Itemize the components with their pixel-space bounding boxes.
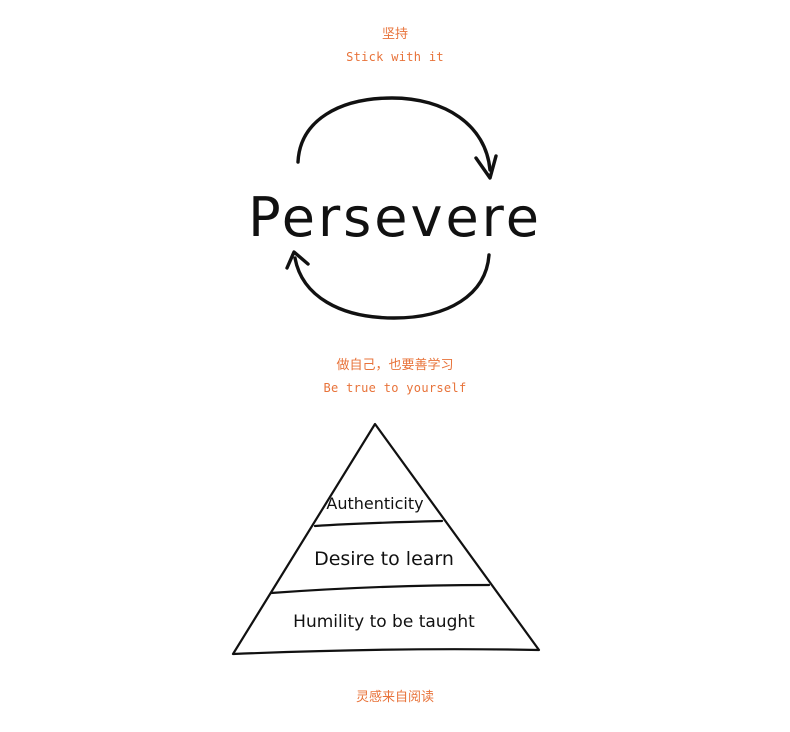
pyramid-outline	[231, 422, 541, 656]
cycle-arrowhead-top	[474, 154, 498, 180]
caption-inspired-by-reading: 灵感来自阅读	[355, 690, 434, 705]
pyramid-divider-1	[313, 519, 444, 528]
pyramid-level-top: Authenticity	[326, 494, 423, 513]
cycle-diagram: Persevere	[248, 96, 542, 320]
caption-stick-with-it-zh: 坚持	[381, 27, 408, 42]
pyramid-divider-2	[269, 583, 491, 595]
cycle-arrow-bottom	[293, 253, 491, 320]
persevere-word: Persevere	[248, 186, 542, 249]
caption-be-true-en: Be true to yourself	[323, 381, 467, 395]
pyramid-diagram: Authenticity Desire to learn Humility to…	[231, 422, 541, 656]
caption-stick-with-it-en: Stick with it	[346, 50, 444, 64]
pyramid-level-bottom: Humility to be taught	[293, 612, 475, 632]
pyramid-level-middle: Desire to learn	[314, 548, 454, 570]
cycle-arrowhead-bottom	[285, 250, 310, 270]
caption-be-true-zh: 做自己，也要善学习	[336, 358, 454, 373]
cycle-arrow-top	[296, 96, 492, 172]
